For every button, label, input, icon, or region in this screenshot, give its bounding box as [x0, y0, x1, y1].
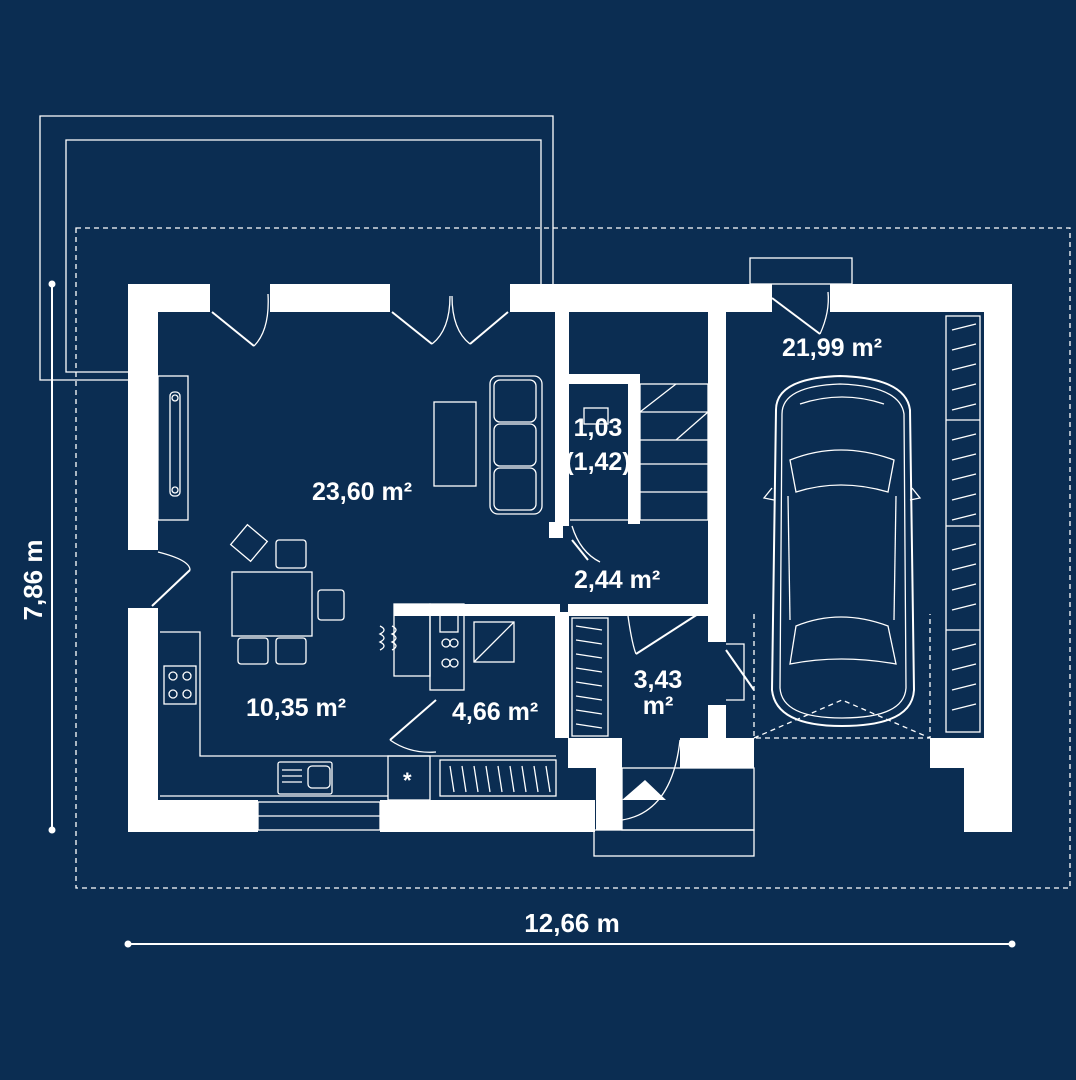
terrace-outline	[39, 115, 554, 381]
interior-walls	[394, 312, 726, 830]
star-symbol: *	[403, 768, 412, 793]
height-dimension-label: 7,86 m	[18, 540, 48, 621]
wc-area-label: 1,03	[574, 414, 623, 442]
garage-shelving	[945, 315, 981, 733]
exterior-walls	[128, 284, 1012, 832]
car-icon	[762, 374, 922, 728]
garage-door-swing	[753, 614, 931, 739]
fridge	[473, 621, 515, 663]
kitchen-counter: *	[160, 631, 556, 801]
width-dimension-label: 12,66 m	[524, 908, 619, 938]
dining-set	[229, 523, 345, 665]
width-dimension: 12,66 m	[124, 908, 1016, 948]
kitchen-area-label: 10,35 m²	[246, 694, 346, 722]
kitchen-island	[378, 603, 465, 691]
living-area-label: 23,60 m²	[312, 478, 412, 506]
coffee-table	[433, 401, 477, 487]
vestibule-area-label: 3,43	[634, 666, 683, 694]
wardrobes	[439, 617, 609, 797]
wc-area-label-secondary: (1,42)	[565, 448, 630, 476]
plot-boundary	[75, 227, 1071, 889]
height-dimension: 7,86 m	[18, 280, 56, 834]
sofa	[489, 375, 543, 515]
vestibule-area-unit: m²	[643, 692, 674, 720]
entrance-step	[593, 829, 755, 857]
doors	[151, 257, 853, 821]
staircase	[570, 383, 709, 521]
windows	[157, 375, 381, 831]
hall-area-label: 2,44 m²	[574, 566, 660, 594]
entrance-arrow	[622, 780, 666, 800]
garage-area-label: 21,99 m²	[782, 334, 882, 362]
pantry-area-label: 4,66 m²	[452, 698, 538, 726]
